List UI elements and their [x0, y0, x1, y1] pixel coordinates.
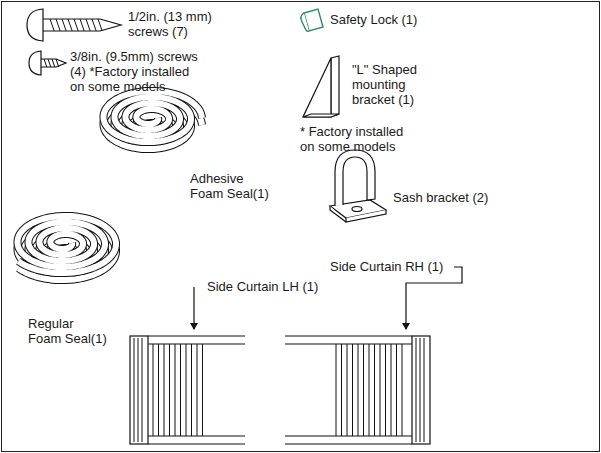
seal-top-fill	[18, 216, 117, 273]
l-bracket	[303, 56, 339, 117]
screw-thread	[56, 59, 59, 67]
curtain-pleat	[164, 344, 165, 436]
screw-thread	[48, 59, 51, 67]
long-screw	[27, 9, 121, 41]
curtain-pleat	[352, 344, 353, 436]
curtain-pleat	[380, 344, 381, 436]
part-label: Side Curtain LH (1)	[207, 279, 318, 294]
screw-thread	[80, 19, 84, 31]
curtain-pleat	[347, 344, 348, 436]
screw-thread	[62, 19, 66, 31]
sash-bracket	[330, 150, 386, 222]
part-label: Regular Foam Seal(1)	[28, 316, 108, 346]
short-screw	[29, 51, 66, 75]
curtain-pleat	[169, 344, 170, 436]
curtain-pleat	[191, 344, 192, 436]
frame-slat	[424, 338, 425, 442]
part-label: Safety Lock (1)	[330, 12, 417, 27]
foam-seal-coils	[18, 91, 203, 280]
screw-thread	[56, 19, 60, 31]
screw-thread	[44, 59, 47, 67]
frame-slat	[416, 338, 417, 442]
part-label: 1/2in. (13 mm) screws (7)	[128, 9, 213, 39]
screw-thread	[98, 19, 102, 31]
part-label: * Factory installed on some models	[300, 124, 405, 154]
screw-thread	[50, 19, 54, 31]
frame-slat	[134, 338, 135, 442]
curtain-pleat	[358, 344, 359, 436]
curtain-pleat	[363, 344, 364, 436]
curtain-pleat	[369, 344, 370, 436]
curtain-pleat	[396, 344, 397, 436]
curtain-pleat	[374, 344, 375, 436]
seal-top-fill	[104, 91, 203, 142]
part-label: 3/8in. (9.5mm) screws (4) *Factory insta…	[70, 49, 199, 94]
screw-thread	[52, 59, 55, 67]
curtain-pleat	[391, 344, 392, 436]
curtain-pleat	[186, 344, 187, 436]
curtain-pleat	[336, 344, 337, 436]
screw-thread	[86, 19, 90, 31]
part-label: Adhesive Foam Seal(1)	[190, 171, 270, 201]
leader-arrows	[194, 267, 462, 329]
curtain-pleat	[202, 344, 203, 436]
part-label: Side Curtain RH (1)	[330, 259, 443, 274]
curtain-pleat	[180, 344, 181, 436]
curtain-pleat	[341, 344, 342, 436]
curtain-pleat	[402, 344, 403, 436]
frame-slat	[138, 338, 139, 442]
frame-slat	[142, 338, 143, 442]
screw-thread	[68, 19, 72, 31]
screw-thread	[92, 19, 96, 31]
part-label: "L" Shaped mounting bracket (1)	[352, 62, 418, 107]
part-label: Sash bracket (2)	[393, 190, 488, 205]
curtain-pleat	[153, 344, 154, 436]
curtain-pleat	[197, 344, 198, 436]
seal-top	[18, 216, 117, 273]
curtain-pleat	[175, 344, 176, 436]
curtain-pleat	[385, 344, 386, 436]
frame-slat	[420, 338, 421, 442]
side-curtains	[130, 336, 430, 444]
safety-lock	[301, 9, 323, 31]
curtain-pleat	[158, 344, 159, 436]
screw-thread	[74, 19, 78, 31]
seal-top	[104, 91, 203, 142]
